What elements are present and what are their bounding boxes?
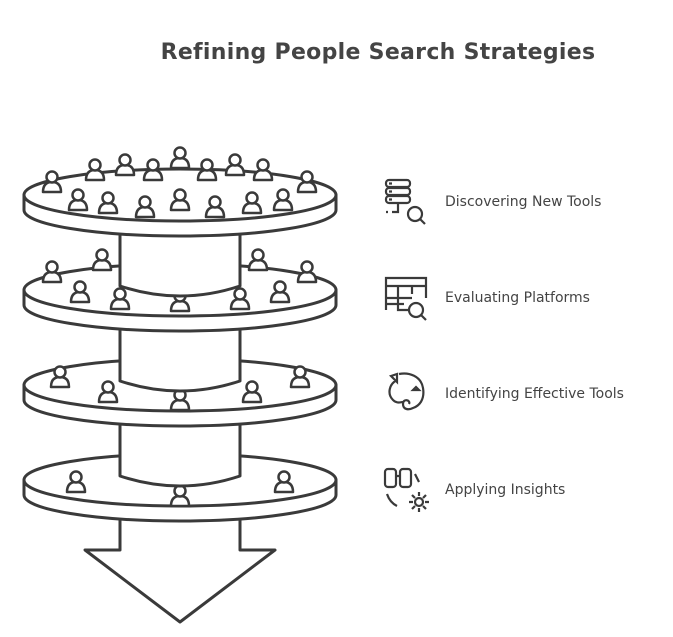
person-head xyxy=(88,158,102,172)
person-head xyxy=(69,470,83,484)
person-head xyxy=(118,153,132,167)
person-head xyxy=(53,365,67,379)
person-head xyxy=(71,188,85,202)
person-head xyxy=(293,365,307,379)
step-evaluating-platforms: Evaluating Platforms xyxy=(383,274,590,322)
step-label: Identifying Effective Tools xyxy=(445,386,624,402)
person-head xyxy=(113,287,127,301)
step-applying-insights: Applying Insights xyxy=(383,466,565,514)
person-head xyxy=(245,191,259,205)
step-identifying-effective-tools: Identifying Effective Tools xyxy=(383,370,624,418)
person-head xyxy=(173,146,187,160)
person-head xyxy=(101,380,115,394)
person-head xyxy=(276,188,290,202)
table-search-icon xyxy=(384,276,428,321)
person-head xyxy=(45,170,59,184)
diagram-title: Refining People Search Strategies xyxy=(160,40,596,65)
down-arrow xyxy=(83,503,277,624)
person-head xyxy=(95,248,109,262)
person-head xyxy=(300,170,314,184)
person-head xyxy=(233,287,247,301)
step-label: Evaluating Platforms xyxy=(445,290,590,306)
person-head xyxy=(228,153,242,167)
person-head xyxy=(173,188,187,202)
person-head xyxy=(300,260,314,274)
person-head xyxy=(200,158,214,172)
person-head xyxy=(101,191,115,205)
person-head xyxy=(138,195,152,209)
person-head xyxy=(251,248,265,262)
binoculars-gear-icon xyxy=(383,467,429,512)
person-head xyxy=(45,260,59,274)
person-head xyxy=(273,280,287,294)
person-head xyxy=(245,380,259,394)
step-label: Applying Insights xyxy=(445,482,566,498)
person-head xyxy=(208,195,222,209)
elephant-icon xyxy=(388,372,425,411)
person-head xyxy=(73,280,87,294)
person-head xyxy=(256,158,270,172)
person-head xyxy=(146,158,160,172)
server-search-icon xyxy=(384,178,426,225)
person-head xyxy=(277,470,291,484)
step-label: Discovering New Tools xyxy=(445,194,602,210)
step-discovering-new-tools: Discovering New Tools xyxy=(383,178,601,226)
